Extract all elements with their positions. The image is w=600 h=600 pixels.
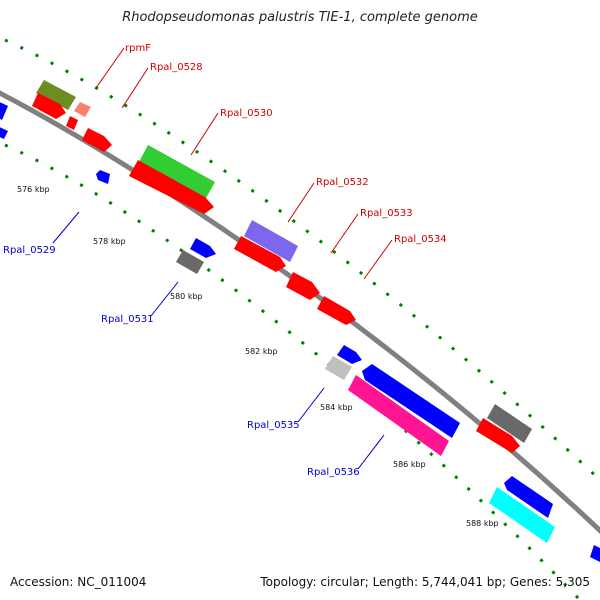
kbp-label: 584 kbp	[320, 403, 353, 412]
gene-block-cyan[interactable]	[489, 487, 555, 543]
gene-label-rpal-0530[interactable]: Rpal_0530	[220, 108, 273, 119]
ruler-track-outer	[4, 38, 600, 482]
accession-text: Accession: NC_011004	[10, 575, 147, 589]
gene-arrow-reverse[interactable]	[0, 125, 8, 139]
map-title: Rhodopseudomonas palustris TIE-1, comple…	[122, 10, 478, 25]
topology-text: Topology: circular; Length: 5,744,041 bp…	[260, 575, 590, 589]
gene-arrow-forward[interactable]	[66, 116, 78, 130]
gene-block-olive[interactable]	[36, 80, 76, 110]
kbp-label: 580 kbp	[170, 292, 203, 301]
gene-label-rpal-0536[interactable]: Rpal_0536	[307, 467, 360, 478]
gene-label-rpal-0532[interactable]: Rpal_0532	[316, 177, 369, 188]
kbp-label: 586 kbp	[393, 460, 426, 469]
kbp-label: 588 kbp	[466, 519, 499, 528]
gene-arrow-forward[interactable]	[234, 236, 286, 272]
gene-arrow-reverse[interactable]	[190, 238, 216, 258]
gene-block-green[interactable]	[139, 145, 215, 198]
gene-block-gray[interactable]	[487, 404, 532, 443]
gene-label-rpal-0529[interactable]: Rpal_0529	[3, 245, 56, 256]
gene-block-purple[interactable]	[244, 220, 298, 262]
kbp-label: 576 kbp	[17, 185, 50, 194]
gene-arrow-forward[interactable]	[476, 418, 520, 453]
gene-label-rpal-0534[interactable]: Rpal_0534	[394, 234, 447, 245]
gene-arrow-forward[interactable]	[317, 296, 356, 325]
gene-label-rpal-0528[interactable]: Rpal_0528	[150, 62, 203, 73]
gene-block-gray[interactable]	[176, 250, 204, 274]
kbp-labels: 576 kbp 578 kbp 580 kbp 582 kbp 584 kbp …	[17, 185, 499, 528]
gene-block-salmon[interactable]	[74, 102, 91, 117]
ruler-track-inner	[4, 143, 582, 600]
gene-arrow-reverse[interactable]	[590, 545, 600, 565]
gene-features	[0, 80, 600, 565]
gene-label-rpal-0533[interactable]: Rpal_0533	[360, 208, 413, 219]
kbp-label: 578 kbp	[93, 237, 126, 246]
gene-arrow-forward[interactable]	[32, 93, 66, 119]
gene-arrow-reverse[interactable]	[337, 345, 362, 364]
gene-arrow-forward[interactable]	[82, 128, 112, 152]
label-leader-lines	[52, 47, 393, 470]
gene-arrow-reverse[interactable]	[362, 364, 460, 438]
gene-labels: rpmF Rpal_0528 Rpal_0529 Rpal_0530 Rpal_…	[3, 43, 447, 478]
genome-backbone	[0, 90, 600, 535]
gene-arrow-reverse[interactable]	[0, 100, 8, 120]
gene-block-magenta[interactable]	[348, 375, 449, 456]
kbp-label: 582 kbp	[245, 347, 278, 356]
gene-arrow-forward[interactable]	[129, 160, 214, 214]
gene-arrow-forward[interactable]	[286, 272, 320, 300]
gene-label-rpal-0535[interactable]: Rpal_0535	[247, 420, 300, 431]
gene-label-rpal-0531[interactable]: Rpal_0531	[101, 314, 154, 325]
gene-label-rpmf[interactable]: rpmF	[125, 43, 151, 54]
gene-block-lightgray[interactable]	[325, 356, 352, 380]
gene-arrow-reverse[interactable]	[96, 170, 110, 184]
gene-arrow-reverse[interactable]	[504, 476, 553, 518]
